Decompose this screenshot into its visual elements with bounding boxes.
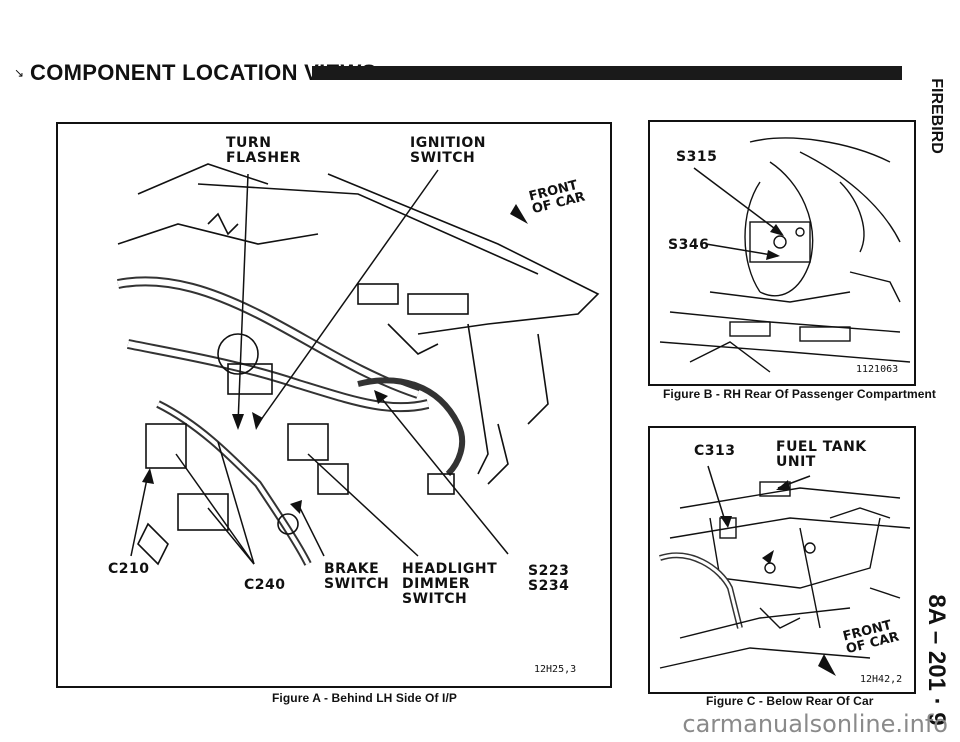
front-arrow-icon — [510, 204, 528, 224]
label-fuel-tank-unit: FUEL TANK UNIT — [776, 439, 867, 470]
label-c210: C210 — [108, 561, 150, 577]
figure-a-caption: Figure A - Behind LH Side Of I/P — [272, 691, 457, 705]
label-brake-switch: BRAKE SWITCH — [324, 561, 390, 592]
label-c240: C240 — [244, 577, 286, 593]
figure-c-code: 12H42,2 — [860, 674, 903, 685]
figure-b-code: 1121063 — [856, 364, 899, 375]
label-headlight-dimmer-switch: HEADLIGHT DIMMER SWITCH — [402, 561, 498, 607]
figure-c-drawing — [659, 465, 911, 676]
label-turn-flasher: TURN FLASHER — [226, 135, 301, 166]
figure-a-drawing — [117, 163, 600, 566]
page-number: 8A – 201 · 9 — [923, 594, 950, 726]
label-ignition-switch: IGNITION SWITCH — [410, 135, 487, 166]
figure-a-panel: TURN FLASHER IGNITION SWITCH FRONT OF CA… — [56, 122, 612, 688]
model-label: FIREBIRD — [928, 78, 945, 154]
front-arrow-icon-c — [818, 654, 836, 676]
label-c313: C313 — [694, 443, 736, 459]
figure-b-caption: Figure B - RH Rear Of Passenger Compartm… — [663, 387, 937, 401]
figure-a-code: 12H25,3 — [534, 664, 577, 675]
header-bullet-icon: ↘ — [14, 66, 25, 80]
figure-b-panel: S315 S346 1121063 — [648, 120, 916, 386]
figure-c-caption: Figure C - Below Rear Of Car — [706, 694, 874, 708]
model-side-tab: FIREBIRD — [922, 56, 950, 176]
figure-c-panel: C313 FUEL TANK UNIT FRONT OF CAR 12H42,2 — [648, 426, 916, 694]
figure-b-drawing — [659, 137, 911, 373]
page-number-tab: 8A – 201 · 9 — [922, 594, 950, 725]
label-s315: S315 — [676, 149, 718, 165]
label-s223-s234: S223 S234 — [528, 563, 570, 594]
header-rule — [312, 66, 902, 80]
label-s346: S346 — [668, 237, 710, 253]
watermark: carmanualsonline.info — [682, 710, 948, 738]
